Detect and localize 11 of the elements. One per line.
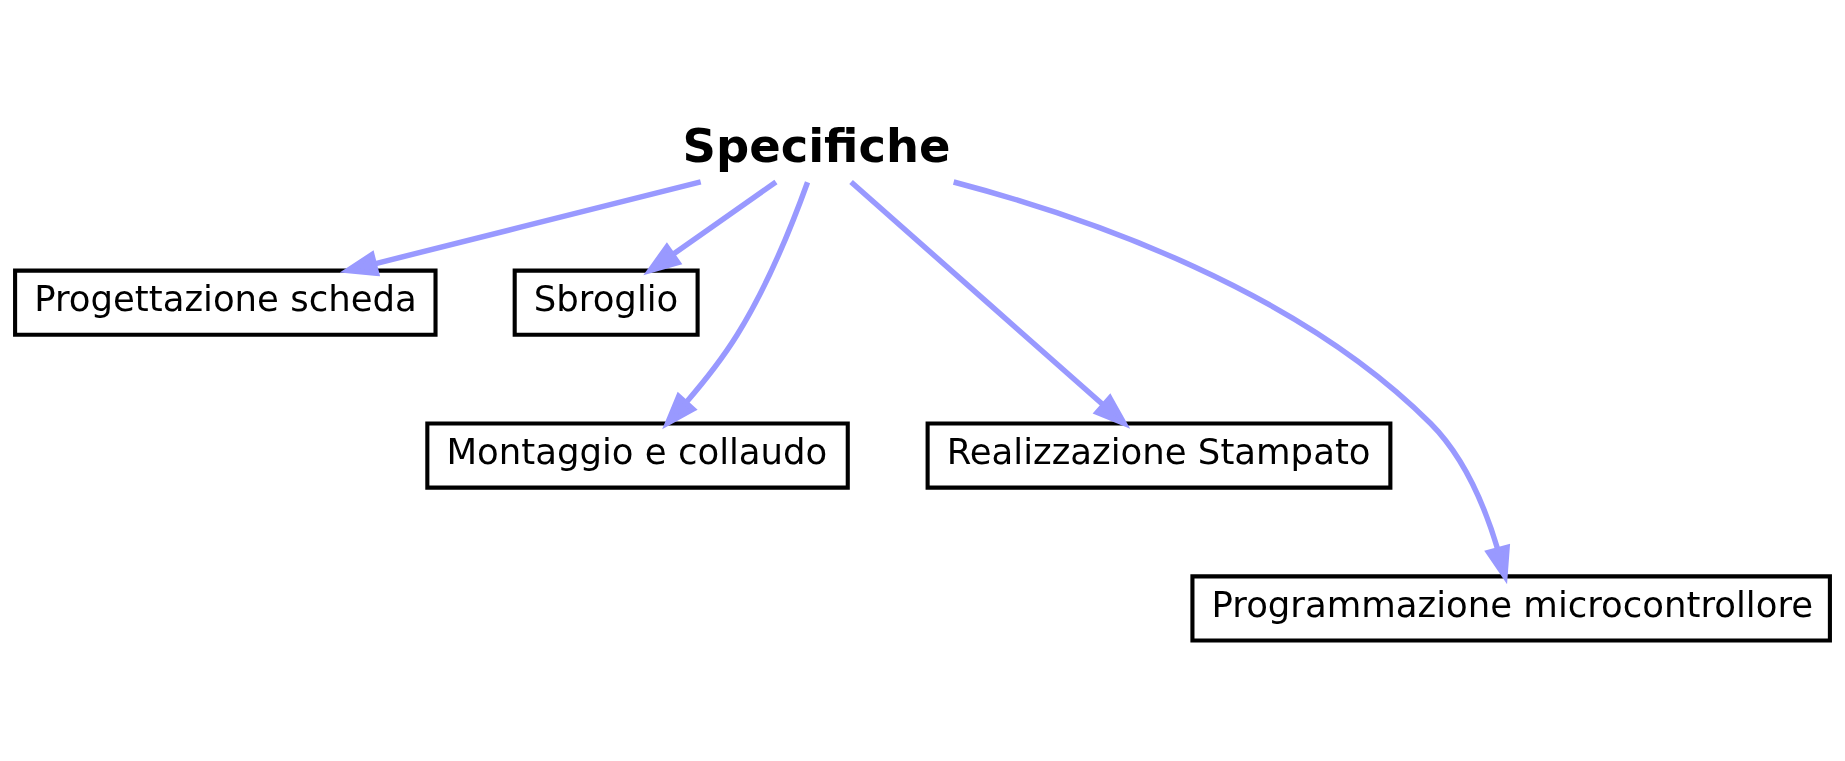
node-box: Progettazione scheda — [13, 268, 438, 337]
node-box: Programmazione microcontrollore — [1190, 574, 1832, 643]
arrow — [339, 179, 702, 277]
arrow — [952, 179, 1511, 585]
node-text: Specifiche — [682, 118, 951, 173]
arrow — [849, 179, 1131, 429]
node-box: Montaggio e collaudo — [425, 421, 850, 490]
arrow — [643, 179, 778, 276]
arrow — [662, 181, 811, 430]
node-box: Sbroglio — [512, 268, 700, 337]
node-box: Realizzazione Stampato — [925, 421, 1393, 490]
